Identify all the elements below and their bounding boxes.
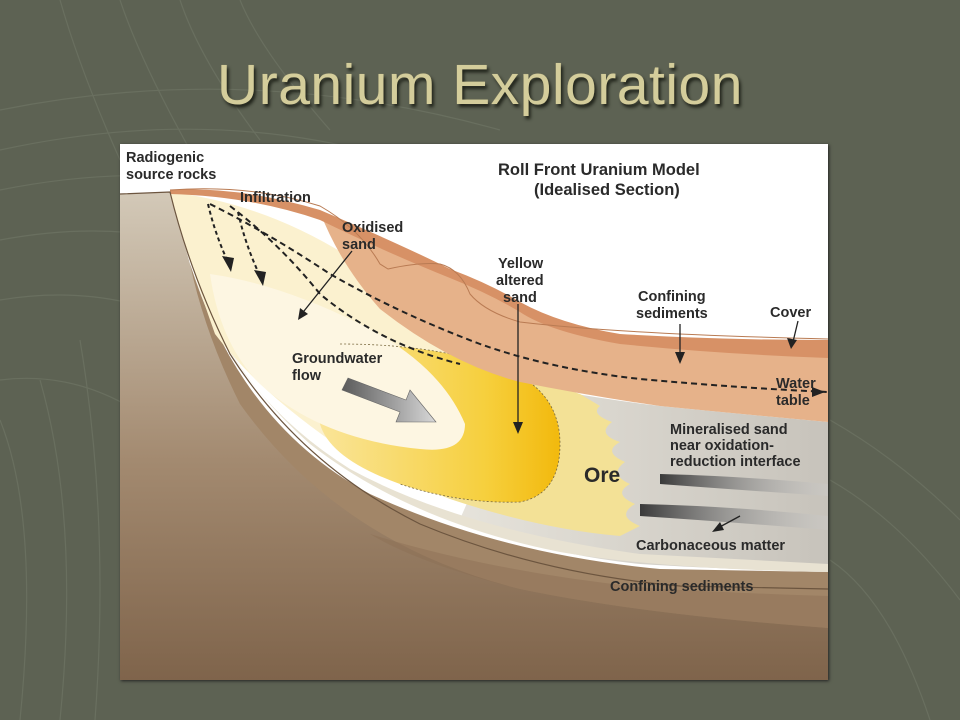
groundwater-flow-arrow — [341, 377, 437, 423]
label-groundwater-2: flow — [292, 368, 322, 384]
label-cover: Cover — [770, 305, 811, 321]
lower-confining-band — [370, 534, 828, 628]
label-confining-top-2: sediments — [636, 306, 708, 322]
label-yellow-1: Yellow — [498, 256, 544, 272]
label-oxidised-2: sand — [342, 237, 376, 253]
label-mineralised-2: near oxidation- — [670, 438, 774, 454]
cover-pointer-head — [787, 338, 797, 349]
label-yellow-3: sand — [503, 290, 537, 306]
label-ore: Ore — [584, 464, 620, 487]
carbonaceous-pointer-head — [712, 522, 724, 532]
label-infiltration: Infiltration — [240, 190, 311, 206]
yellow-pointer-head — [513, 422, 523, 434]
oxidised-pointer-head — [298, 308, 308, 320]
diagram-title-line1: Roll Front Uranium Model — [498, 161, 700, 179]
roll-front-diagram: Radiogenic source rocks Infiltration Oxi… — [120, 144, 828, 680]
label-confining-top-1: Confining — [638, 289, 706, 305]
confining-pointer-head — [675, 352, 685, 364]
label-radiogenic-1: Radiogenic — [126, 150, 204, 166]
label-mineralised-1: Mineralised sand — [670, 422, 788, 438]
label-mineralised-3: reduction interface — [670, 454, 801, 470]
label-confining-bottom: Confining sediments — [610, 579, 753, 595]
land-surface — [169, 188, 828, 340]
slide-title: Uranium Exploration — [217, 53, 743, 117]
infiltration-path — [229, 205, 461, 365]
infiltration-arrowhead-1 — [222, 256, 234, 272]
label-groundwater-1: Groundwater — [292, 351, 383, 367]
label-oxidised-1: Oxidised — [342, 220, 403, 236]
carbonaceous-streak-2 — [640, 504, 828, 530]
label-water-2: table — [776, 393, 810, 409]
pointer-lines — [299, 250, 799, 530]
carbonaceous-streak-1 — [660, 474, 828, 496]
infiltration-arrowhead-2 — [254, 270, 266, 286]
basement-boundary — [120, 191, 828, 590]
diagram-canvas: Radiogenic source rocks Infiltration Oxi… — [120, 150, 828, 680]
label-yellow-2: altered — [496, 273, 544, 289]
water-table-line — [209, 203, 828, 393]
basement-rock — [120, 192, 828, 680]
diagram-title-line2: (Idealised Section) — [534, 181, 680, 199]
upper-confining-sediments — [320, 212, 828, 422]
label-carbonaceous: Carbonaceous matter — [636, 538, 785, 554]
cover-layer — [170, 189, 828, 358]
label-radiogenic-2: source rocks — [126, 167, 216, 183]
label-water-1: Water — [776, 376, 816, 392]
water-table-pointer-head — [812, 387, 825, 397]
